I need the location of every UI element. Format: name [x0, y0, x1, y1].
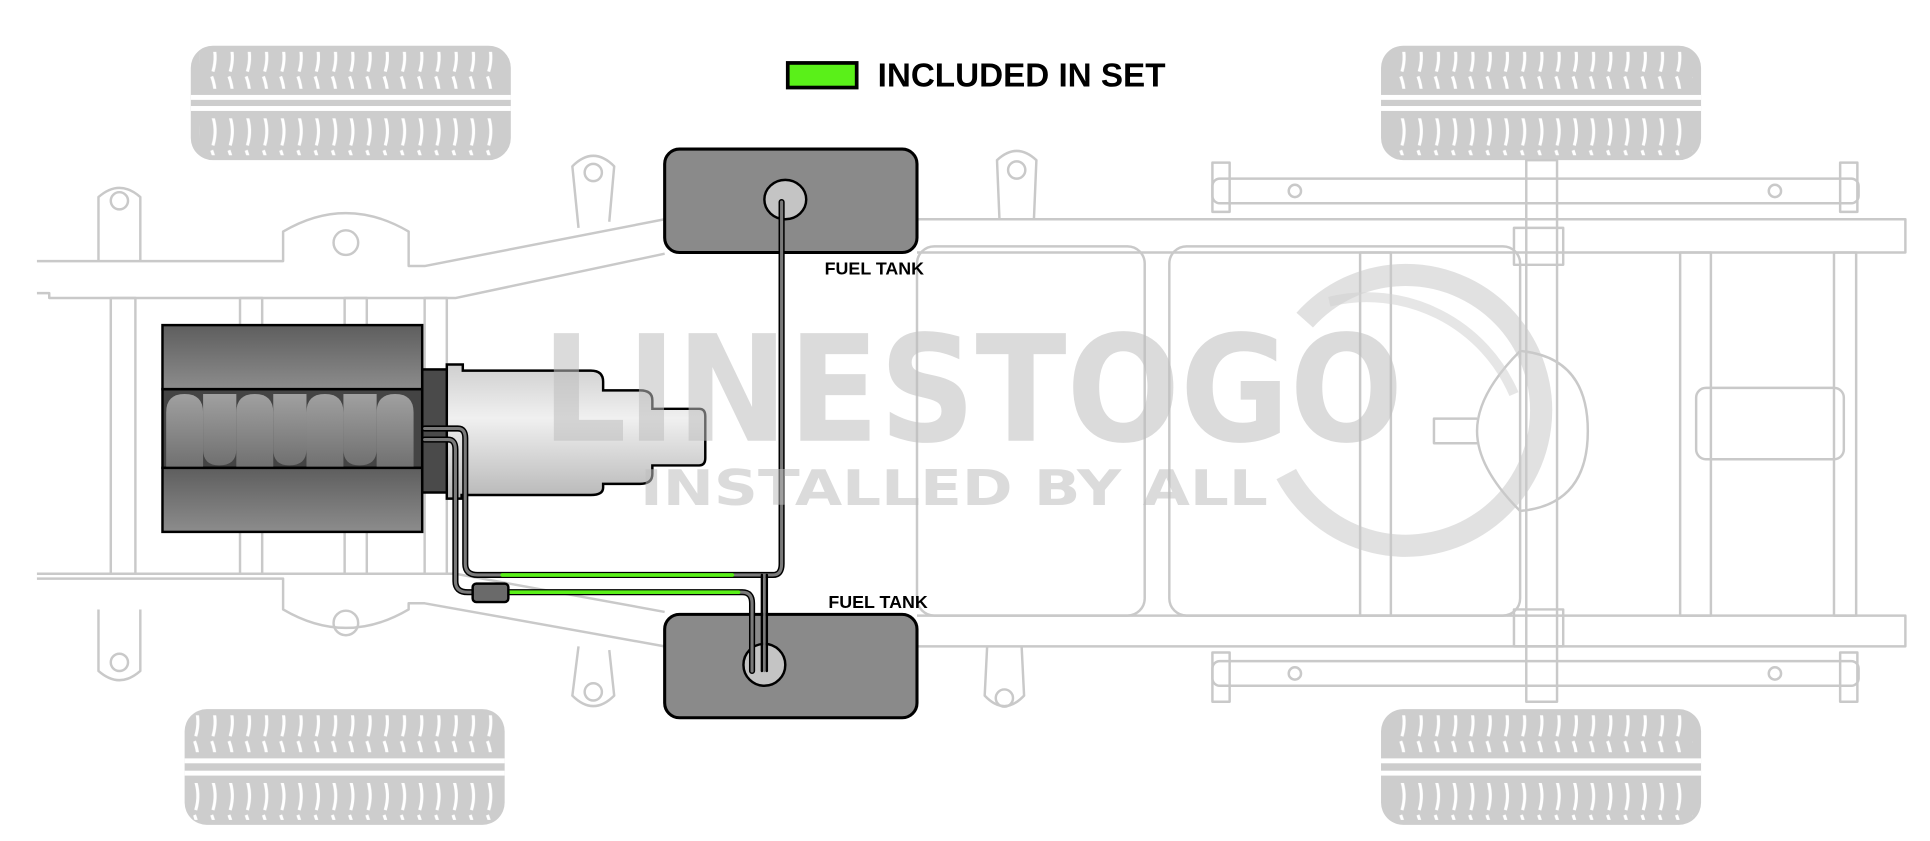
- tires: [184, 45, 1702, 825]
- vehicle-frame: [36, 149, 1907, 708]
- fuel-tank-front-label: FUEL TANK: [825, 259, 924, 279]
- fuel-tank-rear-label: FUEL TANK: [828, 592, 927, 612]
- watermark-tagline: INSTALLED BY ALL: [640, 459, 1268, 517]
- legend: INCLUDED IN SET: [785, 57, 1166, 94]
- fuel-filter: [471, 582, 510, 604]
- tire-rear-bottom: [1381, 709, 1702, 825]
- fuel-lines: [421, 198, 785, 675]
- tire-front-left-top: [190, 45, 511, 161]
- fuel-tank-front: FUEL TANK: [663, 147, 924, 279]
- exhaust-manifold: [166, 394, 414, 468]
- legend-label: INCLUDED IN SET: [878, 57, 1166, 94]
- legend-swatch-included: [785, 61, 859, 90]
- tire-front-left-bottom: [184, 709, 505, 825]
- tire-rear-top: [1381, 45, 1702, 161]
- watermark-brand: LINESTOGO: [542, 304, 1404, 476]
- fuel-tank-rear: FUEL TANK: [663, 592, 928, 720]
- watermark-logo: LINESTOGO INSTALLED BY ALL: [542, 263, 1553, 557]
- transmission: [445, 363, 707, 500]
- engine: [161, 323, 451, 534]
